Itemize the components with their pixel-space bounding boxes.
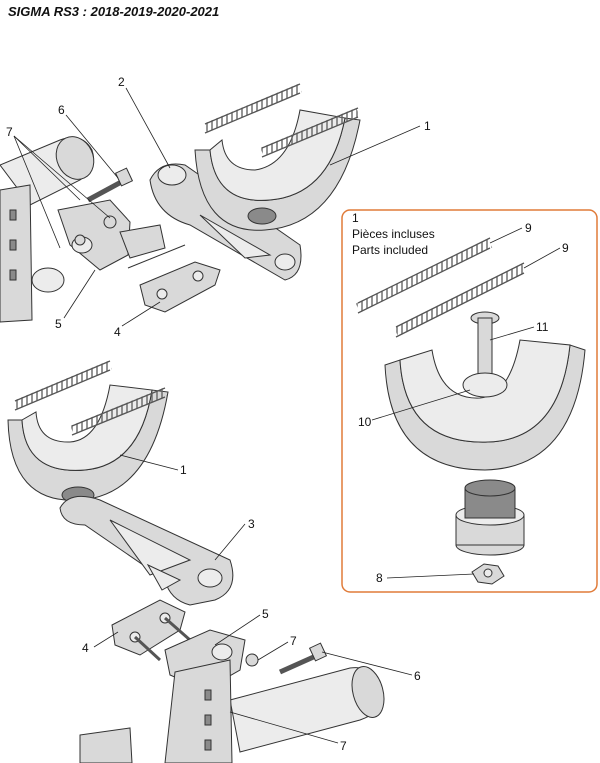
callout-5-bottom: 5	[262, 607, 269, 621]
inset-spring-2	[393, 262, 527, 338]
callout-2: 2	[118, 75, 125, 89]
callout-8: 8	[376, 571, 383, 585]
callout-4-bottom: 4	[82, 641, 89, 655]
callout-6-top: 6	[58, 103, 65, 117]
inset-bolt	[462, 311, 508, 398]
callout-7-bottom: 7	[290, 634, 297, 648]
inset-cradle	[384, 339, 586, 471]
callout-6-bottom: 6	[414, 669, 421, 683]
top-assembly	[0, 83, 361, 323]
inset-spring-1	[355, 237, 493, 314]
cradle-part-1-top	[194, 109, 361, 231]
leader-lines	[13, 87, 561, 744]
inset-nut	[471, 563, 505, 585]
bolt-part-6-top	[86, 167, 134, 203]
inset-line-1: Pièces incluses	[352, 227, 435, 241]
callout-7-lower: 7	[340, 739, 347, 753]
arm-part-3	[59, 495, 234, 606]
spring-bottom-lower	[70, 387, 167, 436]
washer-part-7-top	[74, 234, 86, 246]
clamp-part-4-bottom	[111, 599, 191, 662]
frame-tube-top	[0, 136, 95, 323]
spring-top-upper	[203, 83, 302, 134]
callout-1-bottom: 1	[180, 463, 187, 477]
callout-11: 11	[536, 320, 549, 334]
nut-part-7-bottom	[245, 653, 259, 667]
callout-9-second: 9	[562, 241, 569, 255]
frame-tube-bottom	[79, 659, 385, 763]
callouts: 1 2 6 7 5 4 1 3 5 4 7 6 7 9 9 11 10 8	[6, 75, 569, 753]
callout-3: 3	[248, 517, 255, 531]
callout-9-first: 9	[525, 221, 532, 235]
spring-top-lower	[260, 107, 360, 158]
inset-bushing	[455, 479, 525, 556]
callout-7-top: 7	[6, 125, 13, 139]
inset-line-2: Parts included	[352, 243, 428, 257]
nut-part-7-top	[103, 215, 117, 229]
clamp-part-4-top	[127, 244, 221, 313]
callout-5-top: 5	[55, 317, 62, 331]
callout-4-top: 4	[114, 325, 121, 339]
inset-parts-included: 1 Pièces incluses Parts included	[341, 209, 598, 593]
inset-part-number: 1	[352, 211, 359, 225]
callout-10: 10	[358, 415, 372, 429]
callout-1-top: 1	[424, 119, 431, 133]
spring-bottom-upper	[13, 360, 112, 411]
bolt-part-6-bottom	[278, 642, 328, 675]
page-title: SIGMA RS3 : 2018-2019-2020-2021	[8, 4, 220, 19]
bottom-assembly	[7, 360, 385, 763]
